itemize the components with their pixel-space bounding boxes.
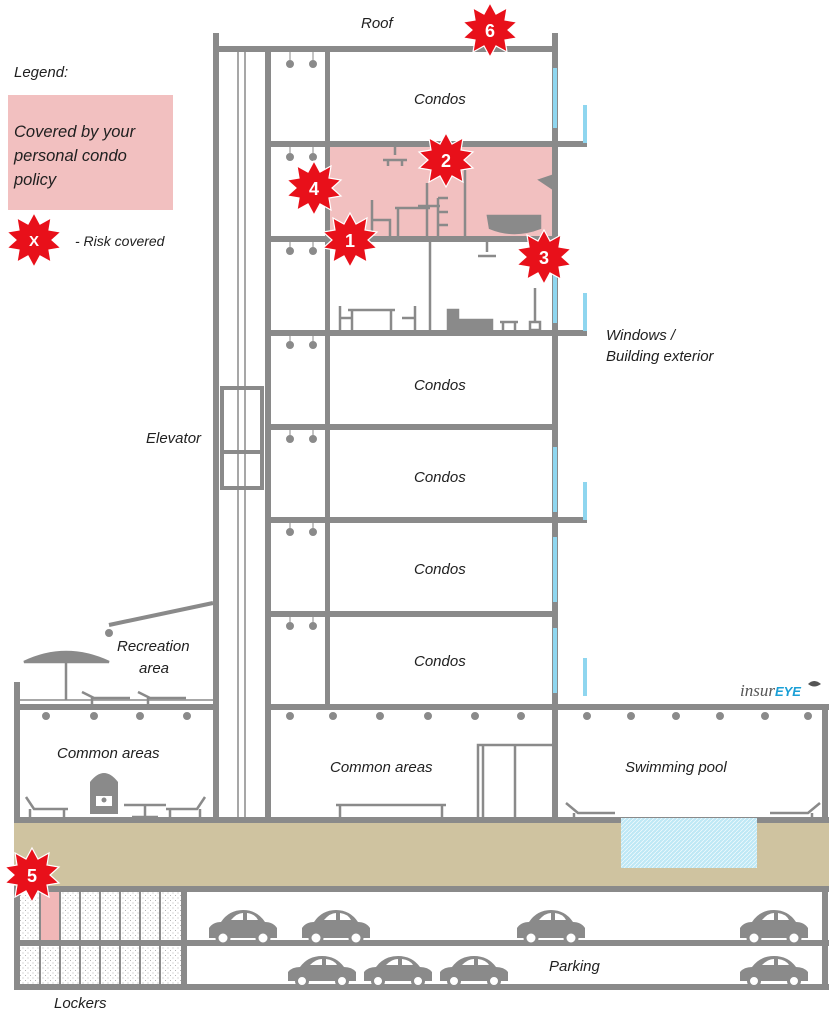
common-area-furniture [23, 650, 821, 819]
legend-covered-swatch [8, 95, 173, 210]
parked-cars [209, 910, 808, 988]
brand-logo: insurEYE [740, 681, 821, 700]
condos-label-2: Condos [414, 377, 466, 394]
ground-top-line [14, 817, 829, 823]
windows-label-line-2: Building exterior [606, 348, 715, 365]
risk-marker-4: 4 [285, 159, 343, 217]
brand-prefix: insur [740, 681, 775, 700]
risk-number-1: 1 [345, 231, 355, 251]
elevator-label: Elevator [146, 430, 202, 447]
common-areas-left-label: Common areas [57, 745, 160, 762]
eye-icon [808, 681, 821, 687]
risk-marker-2: 2 [417, 131, 475, 189]
legend-covered-line-2: personal condo [13, 147, 127, 165]
lockers-label: Lockers [54, 995, 107, 1012]
roof-label: Roof [361, 15, 395, 32]
covered-locker [40, 892, 60, 940]
risk-number-3: 3 [539, 248, 549, 268]
legend-covered-line-3: policy [13, 171, 58, 189]
risk-number-2: 2 [441, 151, 451, 171]
swimming-pool-water [621, 818, 757, 868]
risk-number-4: 4 [309, 179, 319, 199]
condos-label-3: Condos [414, 469, 466, 486]
condos-label-1: Condos [414, 91, 466, 108]
legend-covered-line-1: Covered by your [14, 123, 137, 141]
parking-label: Parking [549, 958, 601, 975]
condos-label-4: Condos [414, 561, 466, 578]
legend-risk-marker: X [29, 233, 39, 250]
risk-marker-5: 5 [3, 846, 61, 904]
risk-number-5: 5 [27, 866, 37, 886]
svg-text:insurEYE: insurEYE [740, 681, 801, 700]
legend-risk-text: - Risk covered [75, 233, 166, 249]
tower-structure [14, 33, 829, 823]
swimming-pool-label: Swimming pool [625, 759, 727, 776]
condo-furniture [338, 147, 554, 332]
risk-number-6: 6 [485, 21, 495, 41]
building-windows [553, 68, 587, 696]
ceiling-lights [42, 52, 812, 720]
recreation-label-line-2: area [139, 660, 169, 677]
risk-marker-1: 1 [321, 211, 379, 269]
legend: Legend: Covered by your personal condo p… [5, 64, 173, 269]
legend-title: Legend: [14, 64, 68, 81]
risk-marker-6: 6 [461, 1, 519, 59]
windows-label-line-1: Windows / [606, 327, 677, 344]
legend-risk-burst: X [5, 211, 63, 269]
recreation-label-line-1: Recreation [117, 638, 190, 655]
common-areas-center-label: Common areas [330, 759, 433, 776]
risk-marker-3: 3 [515, 228, 573, 286]
condos-label-5: Condos [414, 653, 466, 670]
brand-suffix: EYE [775, 684, 801, 699]
